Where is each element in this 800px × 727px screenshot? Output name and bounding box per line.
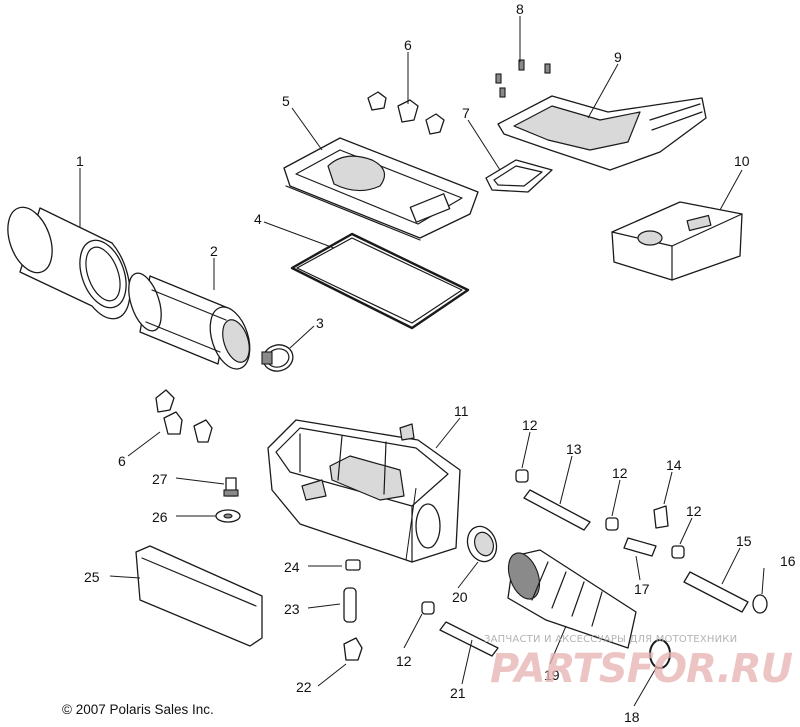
part-4-seal (290, 232, 470, 330)
part-16-clamp (752, 594, 768, 614)
part-13-tube (523, 489, 591, 531)
callout-24: 24 (284, 559, 300, 575)
part-6-brackets-lower (155, 389, 213, 443)
watermark-tagline: ЗАПЧАСТИ И АКСЕССУАРЫ ДЛЯ МОТОТЕХНИКИ (484, 634, 738, 645)
leader-lines (79, 16, 765, 707)
callout-13: 13 (566, 441, 582, 457)
callout-17: 17 (634, 581, 650, 597)
callout-8: 8 (516, 1, 524, 17)
part-17-fitting (623, 537, 657, 557)
part-14-clip (653, 505, 669, 529)
callout-26: 26 (152, 509, 168, 525)
callout-12-c: 12 (686, 503, 702, 519)
callout-2: 2 (210, 243, 218, 259)
callout-20: 20 (452, 589, 468, 605)
callout-labels: 1 2 3 4 5 6 7 8 9 10 11 6 27 26 25 24 23… (76, 1, 796, 725)
part-10-foam-block (611, 201, 743, 281)
callout-12-a: 12 (522, 417, 538, 433)
callout-15: 15 (736, 533, 752, 549)
callout-27: 27 (152, 471, 168, 487)
part-22-valve (343, 637, 363, 661)
callout-5: 5 (282, 93, 290, 109)
callout-7: 7 (462, 105, 470, 121)
callout-1: 1 (76, 153, 84, 169)
part-8-screws (495, 59, 551, 98)
part-25-pad (135, 545, 263, 647)
part-2-air-filter (128, 272, 251, 370)
callout-22: 22 (296, 679, 312, 695)
callout-4: 4 (254, 211, 262, 227)
part-9-intake-duct (497, 95, 707, 171)
part-24-plug (345, 559, 361, 571)
callout-18: 18 (624, 709, 640, 725)
callout-14: 14 (666, 457, 682, 473)
part-12-caps (421, 469, 685, 615)
callout-9: 9 (614, 49, 622, 65)
watermark-brand: PARTSFOR.RU (490, 646, 793, 692)
callout-3: 3 (316, 315, 324, 331)
callout-6-top: 6 (404, 37, 412, 53)
part-23-drain-tube (343, 587, 357, 623)
part-11-airbox-base (267, 419, 461, 563)
callout-6-lower: 6 (118, 453, 126, 469)
part-6-brackets-top (367, 91, 445, 135)
part-3-clamp (261, 344, 294, 372)
callout-21: 21 (450, 685, 466, 701)
part-20-coupler (466, 525, 498, 563)
callout-10: 10 (734, 153, 750, 169)
part-5-airbox-cover (283, 137, 479, 241)
part-27-fastener (223, 477, 239, 497)
part-7-gasket (485, 159, 553, 193)
callout-23: 23 (284, 601, 300, 617)
callout-12-d: 12 (396, 653, 412, 669)
callout-16: 16 (780, 553, 796, 569)
copyright-notice: © 2007 Polaris Sales Inc. (62, 702, 214, 717)
part-1-prefilter-sleeve (7, 206, 131, 320)
part-19-intake-boot (507, 549, 637, 649)
part-26-grommet (215, 509, 241, 523)
callout-19: 19 (544, 667, 560, 683)
callout-11: 11 (454, 403, 469, 419)
part-21-hose (439, 621, 499, 657)
part-18-clamp (649, 639, 671, 669)
part-15-tube (683, 571, 749, 613)
callout-25: 25 (84, 569, 100, 585)
callout-12-b: 12 (612, 465, 628, 481)
